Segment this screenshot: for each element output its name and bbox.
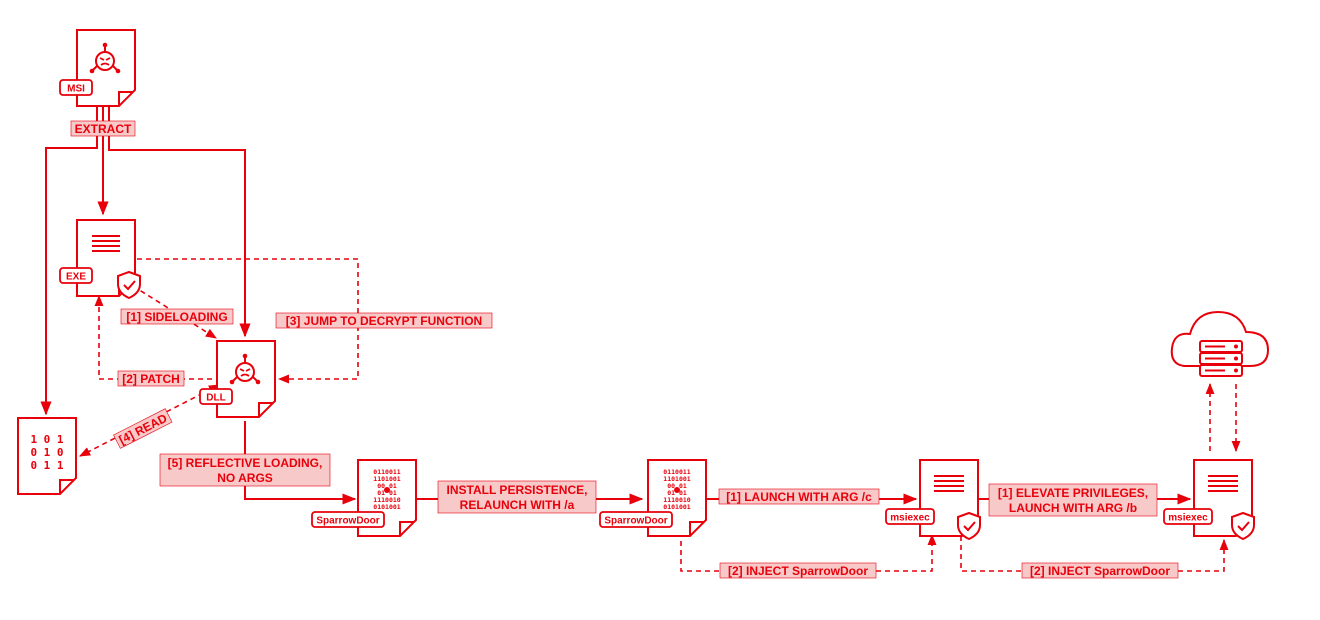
sparrowdoor-file-node-1: 0110011 1101001 00 01 01 01 1110010 0101… (311, 459, 417, 537)
msiexec-tag: msiexec (890, 513, 930, 524)
shield-check-icon (1231, 511, 1255, 541)
edge-reflective-loading (244, 421, 357, 505)
exe-tag: EXE (66, 272, 86, 283)
msi-file-node: MSI (59, 29, 136, 107)
label-jump: [3] JUMP TO DECRYPT FUNCTION (275, 312, 493, 329)
exe-file-node: EXE (59, 219, 141, 300)
label-sideloading-text: [1] SIDELOADING (126, 310, 227, 324)
edge-read (79, 384, 220, 457)
label-persistence-line-2: RELAUNCH WITH /a (460, 498, 575, 512)
msi-tag: MSI (67, 84, 85, 95)
binary-row: 0 1 1 (30, 459, 63, 472)
document-lines-icon (92, 235, 120, 252)
bug-dot (674, 487, 680, 493)
document-lines-icon (934, 475, 964, 492)
binary-code-icon: 0110011 1101001 00 01 01 01 1110010 0101… (373, 468, 400, 511)
label-persistence-line-1: INSTALL PERSISTENCE, (447, 483, 588, 497)
binary-data-file-node: 1 0 1 0 1 0 0 1 1 (17, 417, 77, 495)
shield-check-icon (957, 511, 981, 541)
binary-row: 0 1 0 (30, 446, 63, 459)
binary-row: 1 0 1 (30, 433, 63, 446)
label-inject-2-text: [2] INJECT SparrowDoor (1030, 564, 1170, 578)
dll-tag: DLL (206, 393, 225, 404)
label-read-text: [4] READ (117, 411, 170, 447)
label-elevate-line-2: LAUNCH WITH ARG /b (1009, 501, 1137, 515)
label-read: [4] READ (113, 408, 173, 449)
label-reflective-line-2: NO ARGS (217, 471, 273, 485)
label-launch-c: [1] LAUNCH WITH ARG /c (718, 488, 880, 505)
sparrowdoor-tag: SparrowDoor (316, 516, 379, 527)
code-row: 1101001 (663, 475, 690, 483)
label-patch: [2] PATCH (117, 370, 185, 387)
label-launch-c-text: [1] LAUNCH WITH ARG /c (726, 490, 872, 504)
edge-patch (94, 294, 212, 380)
label-inject-2: [2] INJECT SparrowDoor (1021, 562, 1179, 579)
label-reflective-line-1: [5] REFLECTIVE LOADING, (168, 456, 323, 470)
label-extract-text: EXTRACT (75, 122, 132, 136)
cloud-server-icon (1170, 310, 1270, 377)
code-row: 0101001 (373, 503, 400, 511)
bug-icon (229, 353, 261, 385)
shield-check-icon (117, 270, 141, 300)
sparrowdoor-file-node-2: 0110011 1101001 00 01 01 01 1110010 0101… (599, 459, 707, 537)
code-row: 1101001 (373, 475, 400, 483)
bug-icon (89, 42, 121, 74)
dll-file-node: DLL (199, 340, 276, 418)
msiexec-file-node-2: msiexec (1163, 459, 1255, 541)
label-elevate-line-1: [1] ELEVATE PRIVILEGES, (998, 486, 1148, 500)
code-row: 0110011 (663, 468, 690, 476)
label-patch-text: [2] PATCH (122, 372, 180, 386)
binary-code-icon: 0110011 1101001 00 01 01 01 1110010 0101… (663, 468, 690, 511)
label-reflective-loading: [5] REFLECTIVE LOADING, NO ARGS (159, 453, 331, 487)
label-elevate: [1] ELEVATE PRIVILEGES, LAUNCH WITH ARG … (988, 483, 1158, 517)
label-inject-1-text: [2] INJECT SparrowDoor (728, 564, 868, 578)
bug-dot (384, 487, 390, 493)
code-row: 0110011 (373, 468, 400, 476)
code-row: 1110010 (373, 496, 400, 504)
code-row: 0101001 (663, 503, 690, 511)
code-row: 01 01 (377, 489, 397, 497)
code-row: 01 01 (667, 489, 687, 497)
label-sideloading: [1] SIDELOADING (120, 308, 234, 325)
code-row: 00 01 (667, 482, 687, 490)
code-row: 1110010 (663, 496, 690, 504)
sparrowdoor-tag: SparrowDoor (604, 516, 667, 527)
msiexec-tag: msiexec (1168, 513, 1208, 524)
label-jump-text: [3] JUMP TO DECRYPT FUNCTION (286, 314, 482, 328)
code-row: 00 01 (377, 482, 397, 490)
document-lines-icon (1208, 475, 1238, 492)
binary-file-icon: 1 0 1 0 1 0 0 1 1 (30, 433, 63, 472)
label-inject-1: [2] INJECT SparrowDoor (719, 562, 877, 579)
msiexec-file-node-1: msiexec (885, 459, 981, 541)
label-persistence: INSTALL PERSISTENCE, RELAUNCH WITH /a (437, 480, 597, 514)
label-extract: EXTRACT (70, 120, 136, 137)
